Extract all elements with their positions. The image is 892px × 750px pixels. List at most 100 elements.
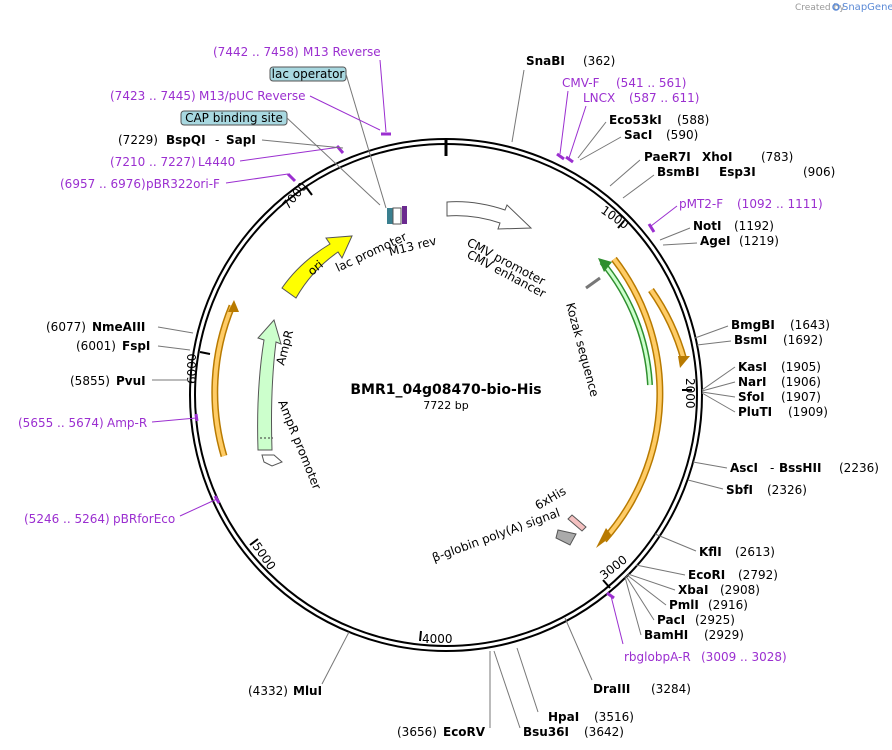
cmv-enhancer-arrow [446, 201, 533, 230]
enzyme-leader [577, 121, 607, 159]
enzyme-name: Bsu36I [523, 725, 569, 739]
green-arrow-head [598, 258, 612, 272]
ori-arrow [281, 235, 353, 299]
enzyme-leader [624, 576, 642, 636]
enzyme-position: (5855) [70, 374, 110, 388]
primer-lncx-range: (587 .. 611) [629, 91, 699, 105]
primer-m13puc-range: (7423 .. 7445) [110, 89, 196, 103]
enzyme-leader [625, 575, 655, 621]
separator: - [215, 133, 219, 147]
primer-m13-reverse-name: M13 Reverse [303, 45, 381, 59]
enzyme-name: PmlI [669, 598, 699, 612]
enzyme-leader [261, 139, 344, 149]
orf-arrow-head [596, 528, 612, 548]
primer-m13puc-name: M13/pUC Reverse [199, 89, 306, 103]
enzyme-leader [157, 345, 191, 351]
enzyme-name: KflI [699, 545, 722, 559]
primer-leader [559, 90, 569, 155]
enzyme-name-alt: Esp3I [719, 165, 756, 179]
enzyme-leader [493, 650, 521, 729]
primer-site [647, 223, 656, 233]
enzyme-name: PvuI [116, 374, 146, 388]
enzyme-position: (1905) [781, 360, 821, 374]
enzyme-name: NmeAIII [92, 320, 145, 334]
enzyme-name-alt: XhoI [702, 150, 733, 164]
primer-ampr-range: (5655 .. 5674) [18, 416, 104, 430]
primer-pbrforeco-range: (5246 .. 5264) [24, 512, 110, 526]
enzyme-name: NarI [738, 375, 767, 389]
primer-group: (7442 .. 7458) M13 Reverse (7423 .. 7445… [18, 45, 823, 664]
enzyme-position: (2925) [695, 613, 735, 627]
enzyme-position: (2916) [708, 598, 748, 612]
enzyme-leader [701, 392, 736, 413]
enzyme-name: DraIII [593, 682, 630, 696]
enzyme-leader [157, 326, 194, 334]
primer-leader [379, 59, 387, 133]
enzyme-name: EcoRI [688, 568, 725, 582]
primer-rbglobpa-range: (3009 .. 3028) [701, 650, 787, 664]
enzyme-position: (3642) [584, 725, 624, 739]
enzyme-name: FspI [122, 339, 150, 353]
primer-site [194, 413, 199, 422]
enzyme-name: BsmI [734, 333, 767, 347]
enzyme-leader [654, 533, 697, 552]
enzyme-name-alt: BssHII [779, 461, 821, 475]
orf-short [649, 288, 686, 361]
primer-pbr322ori-range: (6957 .. 6976) [60, 177, 146, 191]
enzyme-name: SfoI [738, 390, 765, 404]
enzyme-leader [622, 174, 655, 199]
enzyme-name: AscI [730, 461, 758, 475]
enzyme-leader [701, 391, 736, 398]
lac-operator-box-label: lac operator [272, 67, 345, 81]
enzyme-position: (1907) [781, 390, 821, 404]
enzyme-position: (2929) [704, 628, 744, 642]
tick-label-4000: 4000 [422, 632, 453, 646]
enzyme-leader [609, 159, 641, 187]
enzyme-leader [659, 227, 691, 241]
primer-rbglobpa-name: rbglobpA-R [624, 650, 691, 664]
enzyme-position: (588) [677, 113, 709, 127]
enzyme-leader [516, 647, 539, 713]
enzyme-leader [696, 340, 732, 346]
enzyme-name: EcoRV [443, 725, 486, 739]
enzyme-position: (783) [761, 150, 793, 164]
enzyme-position: (2236) [839, 461, 879, 475]
enzyme-position: (1692) [783, 333, 823, 347]
enzyme-position: (3284) [651, 682, 691, 696]
enzyme-position: (2613) [735, 545, 775, 559]
green-feature-arc-fill [600, 261, 652, 386]
primer-site [213, 495, 221, 504]
enzyme-position: (1909) [788, 405, 828, 419]
primer-leader [610, 595, 624, 645]
enzyme-name: MluI [293, 684, 322, 698]
enzyme-name: PluTI [738, 405, 772, 419]
enzyme-name: XbaI [678, 583, 708, 597]
enzyme-leader [692, 461, 728, 469]
enzyme-leader [579, 136, 622, 161]
primer-site [286, 172, 297, 183]
tick-mark [602, 579, 611, 589]
m13-rev-marker [402, 206, 407, 224]
enzyme-leader [564, 617, 593, 681]
enzyme-name: Eco53kI [609, 113, 662, 127]
kozak-marker [585, 276, 601, 290]
plasmid-title: BMR1_04g08470-bio-His [350, 382, 541, 398]
primer-pbrforeco-name: pBRforEco [113, 512, 175, 526]
primer-leader [239, 146, 341, 162]
enzyme-position: (2908) [720, 583, 760, 597]
enzyme-leader [635, 564, 686, 576]
primer-l4440-name: L4440 [198, 155, 235, 169]
tick-label-6000: 6000 [185, 353, 199, 384]
tick-mark [305, 186, 313, 196]
enzyme-leader [511, 69, 525, 143]
tick-label-1000: 1000 [598, 203, 631, 232]
enzyme-position: (1219) [739, 234, 779, 248]
ampr-promoter-label: AmpR promoter [275, 398, 324, 492]
kozak-label: Kozak sequence [563, 301, 602, 398]
enzyme-leader [321, 631, 350, 685]
enzyme-group: SnaBI (362) Eco53kI (588) SacI (590) Pae… [46, 54, 879, 739]
primer-site [556, 152, 565, 161]
primer-m13-reverse-range: (7442 .. 7458) [213, 45, 299, 59]
enzyme-position: (1192) [734, 219, 774, 233]
